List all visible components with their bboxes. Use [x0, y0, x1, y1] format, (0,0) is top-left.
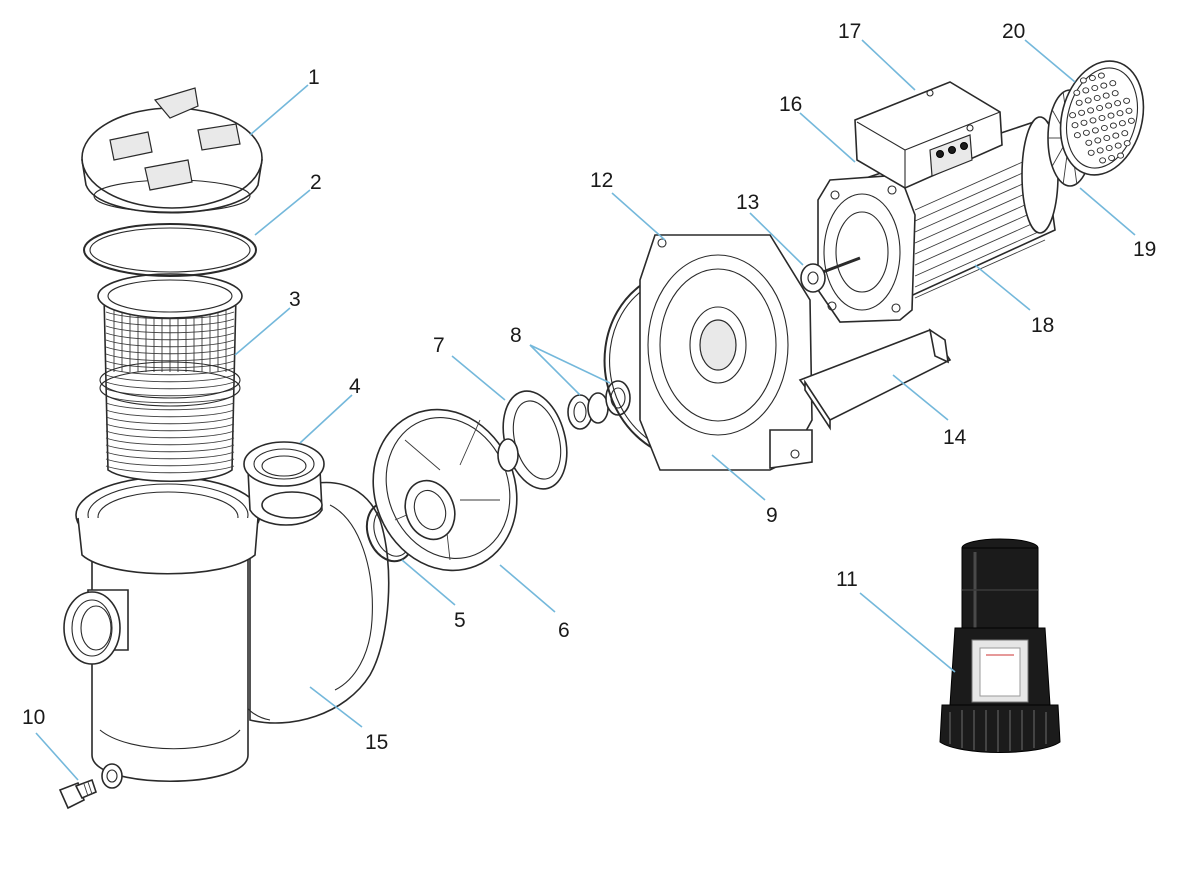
leader-line-1: [249, 84, 309, 136]
callout-number-20: 20: [1002, 20, 1025, 43]
part-17-terminal-box: [854, 81, 1003, 189]
callout-number-19: 19: [1133, 238, 1156, 261]
callout-9: 9: [711, 454, 778, 527]
callout-14: 14: [892, 374, 967, 449]
callout-15: 15: [309, 686, 388, 754]
callout-number-9: 9: [766, 504, 778, 527]
leader-line-13: [749, 212, 804, 266]
leader-line-3: [234, 307, 291, 356]
callout-number-3: 3: [289, 288, 301, 311]
leader-line-17: [861, 39, 916, 91]
part-16-motor-flange: [817, 174, 916, 323]
callout-17: 17: [838, 20, 916, 91]
callout-6: 6: [499, 564, 570, 642]
callout-number-7: 7: [433, 334, 445, 357]
callout-number-4: 4: [349, 375, 361, 398]
callout-2: 2: [254, 171, 322, 236]
callout-4: 4: [299, 375, 361, 444]
callout-11: 11: [836, 568, 956, 673]
callout-1: 1: [249, 66, 320, 136]
part-11-union-fitting: [939, 538, 1061, 753]
callout-number-17: 17: [838, 20, 861, 43]
callout-8: 8: [510, 324, 611, 396]
leader-line-18: [974, 264, 1031, 311]
callout-16: 16: [779, 93, 856, 163]
callout-18: 18: [974, 264, 1054, 337]
callout-number-12: 12: [590, 169, 613, 192]
callout-number-16: 16: [779, 93, 802, 116]
callout-3: 3: [234, 288, 301, 356]
leader-line-6: [499, 564, 556, 613]
part-4-outlet-union: [243, 441, 325, 526]
callout-20: 20: [1002, 20, 1076, 83]
leader-line-10: [35, 732, 79, 781]
callout-number-2: 2: [310, 171, 322, 194]
part-15-pump-housing: [63, 476, 390, 789]
leader-line-9: [711, 454, 766, 501]
part-7-impeller: [497, 390, 568, 490]
leader-line-12: [611, 192, 666, 241]
leader-line-7: [451, 355, 506, 401]
callout-number-15: 15: [365, 731, 388, 754]
part-20-fan-cover: [1059, 60, 1145, 176]
leader-line-19: [1079, 187, 1136, 236]
callout-number-5: 5: [454, 609, 466, 632]
leader-line-8a: [529, 344, 581, 396]
callout-number-13: 13: [736, 191, 759, 214]
part-14-base-bracket: [798, 328, 952, 431]
callout-number-14: 14: [943, 426, 967, 449]
part-13-shaft-washer: [800, 256, 861, 293]
part-8-mechanical-seal: [567, 380, 631, 430]
callout-number-8: 8: [510, 324, 522, 347]
leader-line-2: [254, 189, 311, 236]
part-2-lid-o-ring: [83, 223, 257, 277]
callout-number-11: 11: [836, 568, 858, 591]
leader-line-20: [1024, 39, 1076, 83]
callout-number-6: 6: [558, 619, 570, 642]
part-12-seal-plate: [639, 234, 813, 471]
leader-line-15: [309, 686, 363, 728]
leader-line-8b: [529, 344, 611, 384]
leader-line-16: [799, 112, 856, 163]
part-10-drain-plug: [58, 778, 97, 810]
callout-7: 7: [433, 334, 506, 401]
callout-number-18: 18: [1031, 314, 1054, 337]
callout-number-1: 1: [308, 66, 320, 89]
leader-line-11: [859, 592, 956, 673]
leader-line-14: [892, 374, 949, 421]
leader-line-5: [401, 559, 456, 606]
part-1-lid: [81, 87, 263, 214]
part-3-strainer-basket: [97, 273, 243, 483]
callout-5: 5: [401, 559, 466, 632]
leader-line-4: [299, 394, 353, 444]
callout-10: 10: [22, 706, 79, 781]
callout-number-10: 10: [22, 706, 45, 729]
callout-12: 12: [590, 169, 666, 241]
callout-19: 19: [1079, 187, 1156, 261]
callout-13: 13: [736, 191, 804, 266]
